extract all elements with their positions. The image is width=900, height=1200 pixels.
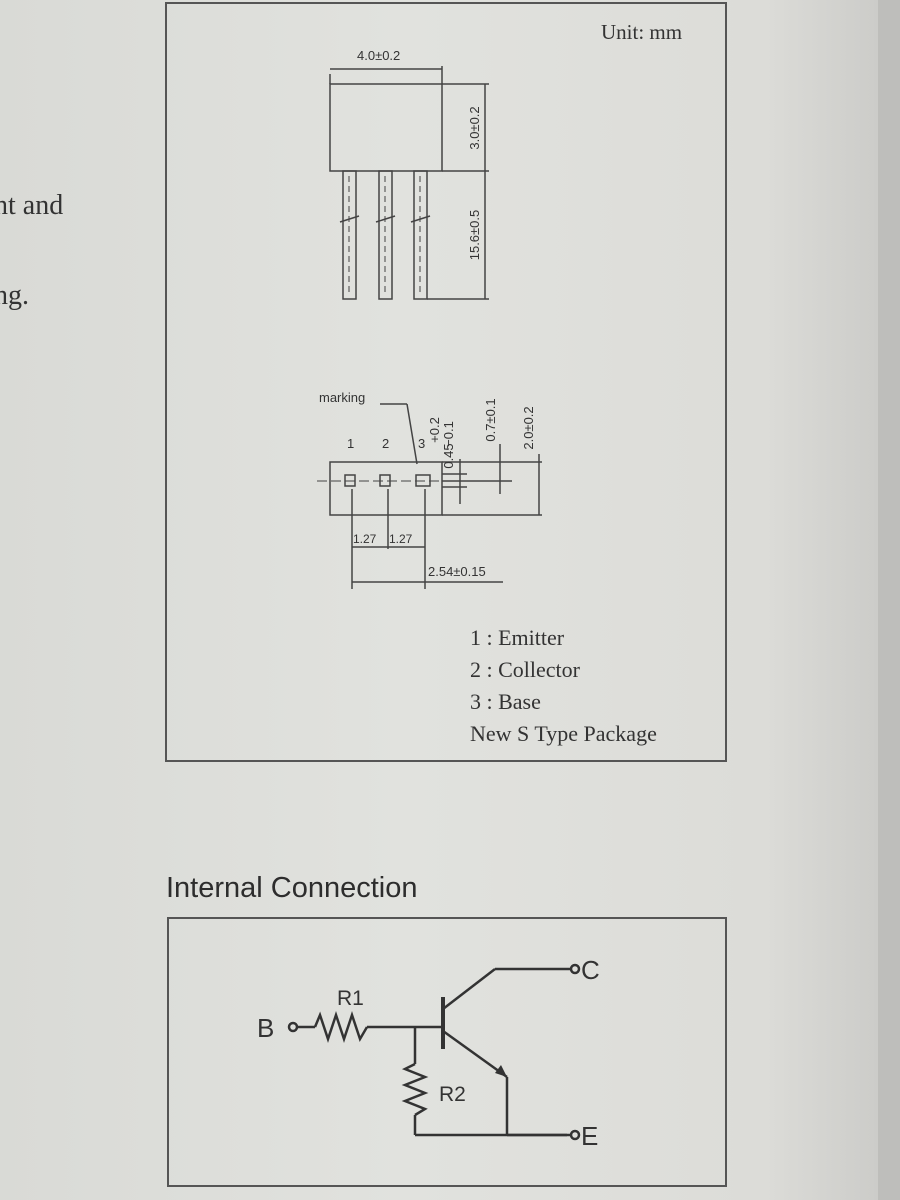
dim-span: 2.54±0.15 (428, 564, 486, 579)
emitter-arrow (495, 1065, 507, 1077)
label-e: E (581, 1121, 598, 1151)
terminal-e (569, 1129, 581, 1141)
package-name: New S Type Package (470, 721, 657, 746)
dim-width: 4.0±0.2 (357, 48, 401, 63)
text-fragment-2: ng. (0, 280, 29, 311)
label-c: C (581, 955, 600, 985)
lead-1 (339, 170, 360, 300)
dim-lead-width-tol-plus: +0.2 (427, 417, 442, 443)
pin-legend: 1 : Emitter 2 : Collector 3 : Base New S… (470, 622, 657, 750)
pin-number-1: 1 (347, 436, 355, 451)
internal-connection-heading: Internal Connection (166, 872, 418, 904)
dim-pitch-2: 1.27 (389, 532, 413, 546)
dim-thickness-a: 0.7±0.1 (483, 398, 498, 441)
label-b: B (257, 1013, 274, 1043)
pin-2-label: 2 : Collector (470, 657, 580, 682)
internal-connection-box: B C E R1 R2 (167, 917, 727, 1187)
package-body-bottom (329, 461, 443, 516)
terminal-c (569, 963, 581, 975)
pin-number-2: 2 (382, 436, 390, 451)
pin-1-label: 1 : Emitter (470, 625, 565, 650)
dim-body-height: 3.0±0.2 (467, 106, 482, 149)
marking-label: marking (319, 390, 366, 405)
dim-lead-width-tol-minus: −0.1 (441, 421, 456, 447)
dim-thickness-b: 2.0±0.2 (521, 406, 536, 449)
package-outline-box: Unit: mm (165, 2, 727, 762)
terminal-b (287, 1021, 299, 1033)
text-fragment-1: nt and (0, 190, 64, 221)
resistor-r2 (401, 1062, 429, 1117)
lead-3 (410, 170, 431, 300)
pin-3-label: 3 : Base (470, 689, 541, 714)
page-edge (878, 0, 900, 1200)
lead-2 (375, 170, 396, 300)
package-body-top (329, 83, 443, 172)
dim-lead-width: 0.45 (441, 443, 456, 468)
pin-number-3: 3 (418, 436, 426, 451)
circuit-diagram: B C E R1 R2 (257, 955, 600, 1151)
label-r1: R1 (337, 987, 364, 1010)
package-drawing: 3.0±0.2 15.6±0.5 +0.2 −0.1 0.45 0.7±0.1 … (317, 66, 542, 589)
label-r2: R2 (439, 1083, 466, 1106)
resistor-r1 (313, 1011, 369, 1043)
dim-lead-length: 15.6±0.5 (467, 210, 482, 261)
dim-pitch-1: 1.27 (353, 532, 377, 546)
unit-label: Unit: mm (601, 20, 683, 44)
